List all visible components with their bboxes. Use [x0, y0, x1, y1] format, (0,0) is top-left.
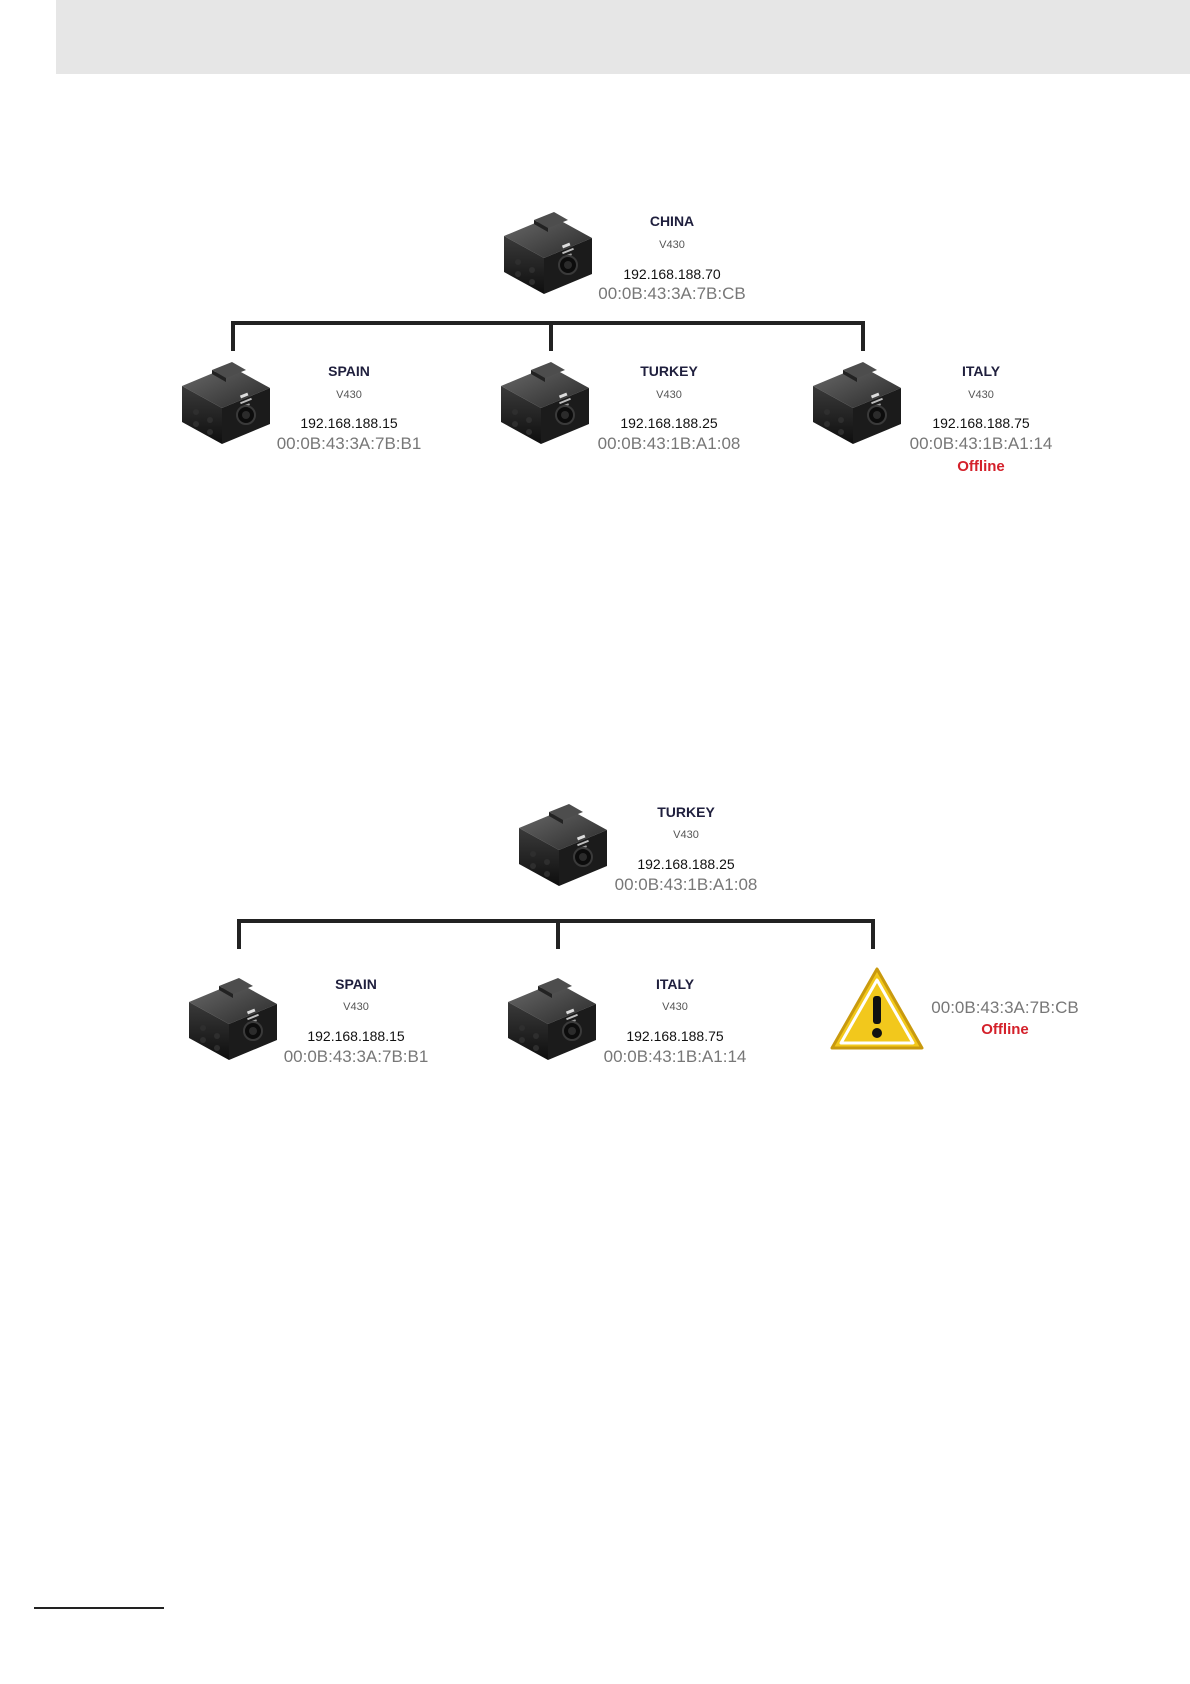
device-ip: 192.168.188.70	[623, 266, 721, 282]
device-name: ITALY	[961, 363, 1001, 379]
tree-line-drop-right	[861, 321, 865, 351]
device-name: SPAIN	[328, 363, 370, 379]
device-ip: 192.168.188.25	[637, 856, 735, 872]
page-header-band	[56, 0, 1190, 74]
device-ip: 192.168.188.25	[620, 415, 718, 431]
device-mac: 00:0B:43:3A:7B:CB	[931, 998, 1079, 1017]
camera-icon	[502, 974, 602, 1064]
camera-icon	[498, 208, 598, 298]
device-name: TURKEY	[657, 804, 715, 820]
device-name: CHINA	[649, 213, 695, 229]
camera-icon	[513, 800, 613, 890]
footer-rule	[34, 1607, 164, 1609]
device-name: SPAIN	[335, 976, 377, 992]
device-model: V430	[673, 829, 699, 841]
tree-line-drop-center	[549, 321, 553, 351]
tree-line-drop-left	[231, 321, 235, 351]
camera-icon	[176, 358, 276, 448]
device-mac: 00:0B:43:1B:A1:14	[603, 1047, 747, 1066]
device-model: V430	[659, 239, 685, 251]
device-status-offline: Offline	[957, 458, 1005, 475]
device-mac: 00:0B:43:1B:A1:08	[597, 434, 741, 453]
camera-icon	[807, 358, 907, 448]
tree-line-drop-center	[556, 919, 560, 949]
device-ip: 192.168.188.15	[307, 1028, 405, 1044]
device-ip: 192.168.188.15	[300, 415, 398, 431]
device-model: V430	[662, 1001, 688, 1013]
tree-line-drop-right	[871, 919, 875, 949]
camera-icon	[183, 974, 283, 1064]
device-mac: 00:0B:43:3A:7B:B1	[283, 1047, 429, 1066]
device-ip: 192.168.188.75	[626, 1028, 724, 1044]
device-status-offline: Offline	[981, 1021, 1029, 1038]
warning-icon	[829, 966, 925, 1052]
tree-line-horizontal	[231, 321, 865, 325]
device-model: V430	[968, 389, 994, 401]
device-name: ITALY	[655, 976, 695, 992]
device-model: V430	[656, 389, 682, 401]
device-model: V430	[336, 389, 362, 401]
device-ip: 192.168.188.75	[932, 415, 1030, 431]
device-mac: 00:0B:43:3A:7B:B1	[276, 434, 422, 453]
device-mac: 00:0B:43:3A:7B:CB	[598, 284, 746, 303]
tree-line-drop-left	[237, 919, 241, 949]
device-model: V430	[343, 1001, 369, 1013]
device-mac: 00:0B:43:1B:A1:14	[909, 434, 1053, 453]
device-mac: 00:0B:43:1B:A1:08	[614, 875, 758, 894]
device-name: TURKEY	[640, 363, 698, 379]
camera-icon	[495, 358, 595, 448]
